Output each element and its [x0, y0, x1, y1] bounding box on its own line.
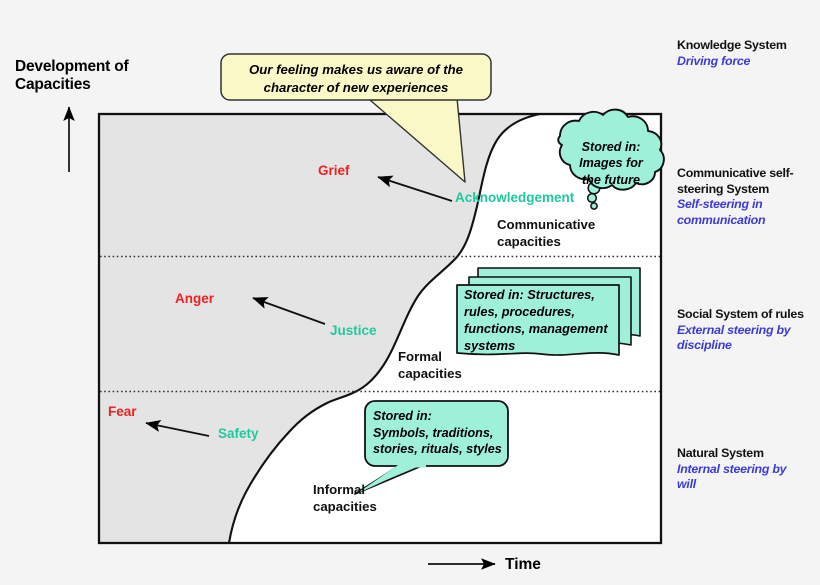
value-label-justice: Justice: [330, 323, 377, 338]
legend-subtitle-natural: Internal steering by will: [677, 461, 787, 492]
emotion-label-grief: Grief: [318, 163, 350, 178]
callout-images-future-text: Stored in: Images for the future: [579, 140, 643, 187]
legend-block-social: Social System of rules External steering…: [677, 307, 820, 354]
capacity-development-curve: [227, 112, 542, 545]
plot-frame: [97, 112, 663, 545]
y-axis-title-line1: Development of: [15, 58, 129, 75]
speech-bubble-body: [364, 400, 509, 467]
callout-feeling: [220, 53, 492, 183]
speech-bubble-tail-fill: [356, 463, 423, 494]
callout-feeling-text: Our feeling makes us aware of the charac…: [248, 62, 463, 95]
document-sheet-front: [456, 284, 620, 356]
legend-subtitle-social: External steering by discipline: [677, 322, 791, 353]
arrow-justice-to-anger: [252, 297, 326, 325]
thought-cloud-body: [557, 108, 665, 191]
arrow-acknowledgement-to-grief: [377, 175, 453, 202]
callout-images-future: [557, 108, 665, 210]
y-axis-title-line2: Capacities: [15, 76, 91, 93]
callout-structures-text: Stored in: Structures, rules, procedures…: [464, 287, 608, 354]
thought-dot-medium: [586, 192, 598, 204]
emotion-label-anger: Anger: [175, 291, 215, 306]
legend-subtitle-communicative: Self-steering in communication: [677, 197, 766, 227]
emotion-label-fear: Fear: [108, 404, 137, 419]
grey-capacity-region: [99, 114, 540, 543]
legend-title-communicative: Communicative self- steering System: [677, 166, 794, 196]
legend-block-communicative: Communicative self- steering System Self…: [677, 166, 820, 228]
value-label-acknowledgement: Acknowledgement: [455, 190, 575, 205]
legend-title-knowledge: Knowledge System: [677, 38, 787, 52]
thought-dot-small: [590, 202, 598, 210]
arrow-safety-to-fear: [145, 419, 210, 437]
capacity-label-formal: Formal capacities: [398, 349, 462, 382]
callout-structures: [456, 267, 641, 356]
legend-title-social: Social System of rules: [677, 307, 804, 321]
legend-block-natural: Natural System Internal steering by will: [677, 446, 820, 493]
value-label-safety: Safety: [218, 426, 259, 441]
capacity-label-informal: Informal capacities: [313, 482, 377, 515]
callout-symbols: [354, 400, 509, 495]
capacity-label-communicative: Communicative capacities: [497, 217, 596, 250]
legend-title-natural: Natural System: [677, 446, 764, 460]
legend-subtitle-knowledge: Driving force: [677, 53, 751, 68]
callout-feeling-body: [220, 53, 492, 101]
legend-block-knowledge: Knowledge System Driving force: [677, 38, 820, 69]
x-axis-title: Time: [505, 556, 541, 573]
callout-symbols-text: Stored in: Symbols, traditions, stories,…: [373, 409, 502, 457]
